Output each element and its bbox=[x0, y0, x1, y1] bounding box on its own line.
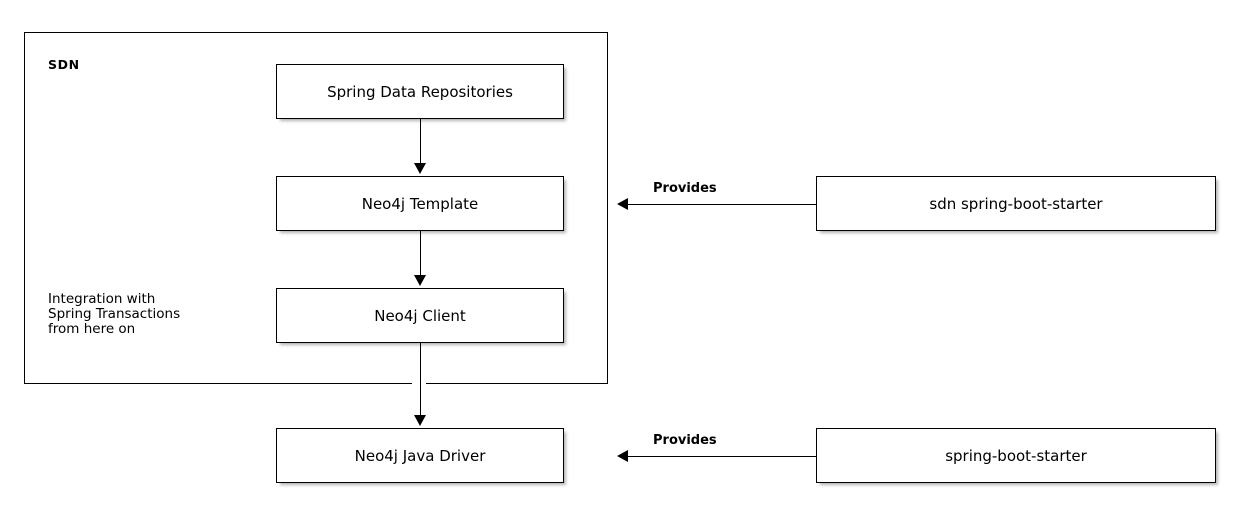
edge-repositories-to-template-arrowhead bbox=[414, 163, 426, 174]
edge-template-to-client-line bbox=[420, 231, 421, 275]
edge-label-provides-sdn-starter: Provides bbox=[653, 181, 717, 196]
edge-sdn-starter-provides-arrowhead bbox=[617, 198, 628, 210]
node-label: Neo4j Client bbox=[374, 306, 466, 325]
node-label: spring-boot-starter bbox=[945, 446, 1087, 465]
node-label: Neo4j Template bbox=[361, 194, 479, 213]
node-neo4j-client[interactable]: Neo4j Client bbox=[276, 288, 564, 343]
group-label-sdn: SDN bbox=[48, 57, 80, 72]
node-label: Spring Data Repositories bbox=[327, 82, 513, 101]
edge-boot-starter-provides-line bbox=[628, 456, 816, 457]
edge-label-provides-boot-starter: Provides bbox=[653, 433, 717, 448]
node-spring-boot-starter[interactable]: spring-boot-starter bbox=[816, 428, 1216, 483]
edge-client-to-driver-arrowhead bbox=[414, 415, 426, 426]
node-label: sdn spring-boot-starter bbox=[929, 194, 1103, 213]
edge-template-to-client-arrowhead bbox=[414, 275, 426, 286]
node-spring-data-repositories[interactable]: Spring Data Repositories bbox=[276, 64, 564, 119]
edge-client-to-driver-line bbox=[420, 343, 421, 415]
node-sdn-spring-boot-starter[interactable]: sdn spring-boot-starter bbox=[816, 176, 1216, 231]
node-neo4j-template[interactable]: Neo4j Template bbox=[276, 176, 564, 231]
edge-repositories-to-template-line bbox=[420, 119, 421, 163]
edge-boot-starter-provides-arrowhead bbox=[617, 450, 628, 462]
node-neo4j-java-driver[interactable]: Neo4j Java Driver bbox=[276, 428, 564, 483]
node-label: Neo4j Java Driver bbox=[354, 446, 486, 465]
group-border-gap bbox=[412, 379, 426, 387]
edge-sdn-starter-provides-line bbox=[628, 204, 816, 205]
note-transaction-integration: Integration with Spring Transactions fro… bbox=[48, 291, 181, 337]
